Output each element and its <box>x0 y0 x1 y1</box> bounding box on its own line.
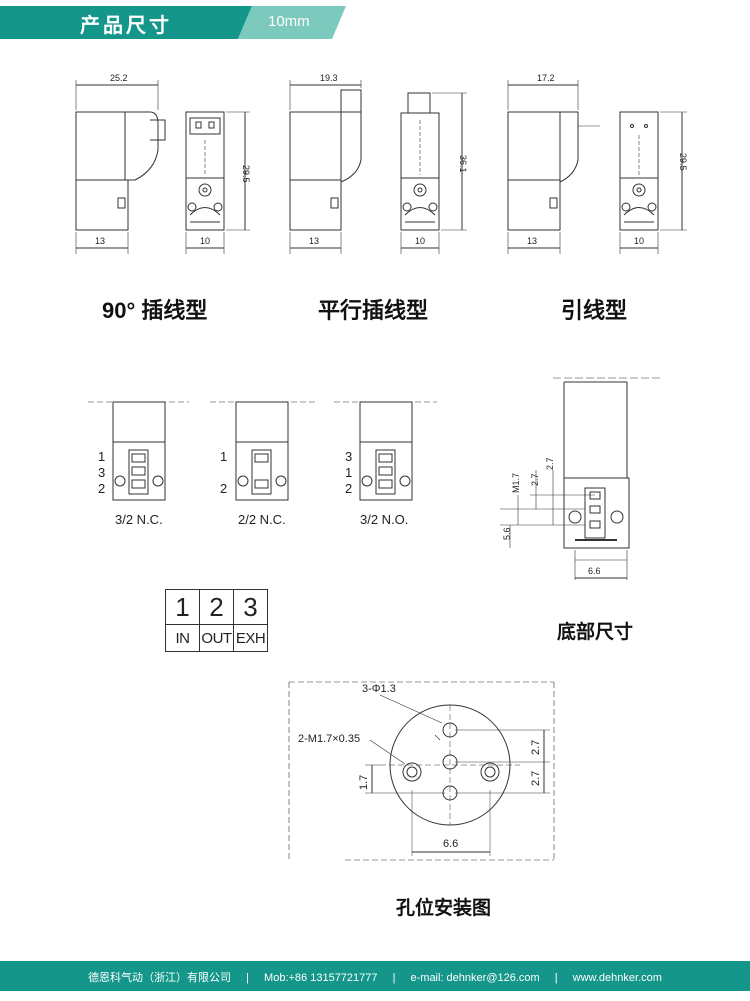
dim-bottom-p2: 2.7 <box>545 457 555 470</box>
view-90-front <box>185 111 250 254</box>
dim-parallel-width-bottom: 13 <box>309 236 320 246</box>
dim-bottom-m: M1.7 <box>511 472 521 493</box>
dim-lead-front-width: 10 <box>634 236 645 246</box>
size-tag: 10mm <box>268 13 310 30</box>
dim-parallel-front-width: 10 <box>415 236 426 246</box>
legend-label: EXH <box>233 624 268 652</box>
dim-90-width-top: 25.2 <box>110 73 128 83</box>
port-number: 1 <box>98 449 106 464</box>
view-90-side <box>75 80 166 254</box>
port-number: 2 <box>345 481 353 496</box>
port-diagram-label: 3/2 N.C. <box>115 512 163 527</box>
footer-mobile: Mob:+86 13157721777 <box>264 972 378 984</box>
legend-number: 2 <box>199 589 234 625</box>
port-number: 1 <box>220 449 228 464</box>
dim-90-width-bottom: 13 <box>95 236 106 246</box>
dim-lead-width-top: 17.2 <box>537 73 555 83</box>
view-lead-side <box>507 80 600 254</box>
dim-lead-width-bottom: 13 <box>527 236 538 246</box>
dim-hole-width: 6.6 <box>443 838 459 850</box>
dim-parallel-height: 36.1 <box>458 155 468 173</box>
label-holes: 3-Φ1.3 <box>362 683 396 695</box>
dim-90-front-width: 10 <box>200 236 211 246</box>
caption-type-parallel: 平行插线型 <box>318 298 429 323</box>
caption-hole-view: 孔位安装图 <box>396 898 492 919</box>
port-diagram-label: 2/2 N.C. <box>238 512 286 527</box>
dim-bottom-h: 5.6 <box>502 527 512 540</box>
dimension-drawings <box>75 80 687 861</box>
footer-separator: | <box>392 972 396 984</box>
port-diagram-label: 3/2 N.O. <box>360 512 409 527</box>
port-number: 3 <box>98 465 106 480</box>
port-number: 3 <box>345 449 353 464</box>
dim-pitch-a: 2.7 <box>530 739 542 755</box>
dim-offset: 1.7 <box>358 774 370 790</box>
port-number: 2 <box>220 481 228 496</box>
legend-number: 1 <box>165 589 200 625</box>
caption-bottom-view: 底部尺寸 <box>557 622 634 643</box>
dim-bottom-p1: 2.7 <box>530 473 540 486</box>
dim-90-height: 29.5 <box>241 165 251 183</box>
header-bar <box>0 6 346 39</box>
legend-label: IN <box>165 624 200 652</box>
footer-company: 德恩科气动（浙江）有限公司 <box>88 972 232 984</box>
footer-separator: | <box>554 972 558 984</box>
dim-lead-height: 29.5 <box>678 153 688 171</box>
view-parallel-side <box>289 80 362 254</box>
footer-separator: | <box>246 972 249 984</box>
dim-bottom-w: 6.6 <box>588 566 601 576</box>
port-number: 2 <box>98 481 106 496</box>
section-title: 产品尺寸 <box>80 15 172 37</box>
view-parallel-front <box>400 92 467 254</box>
footer-contact: 德恩科气动（浙江）有限公司 | Mob:+86 13157721777 | e-… <box>0 969 750 985</box>
footer-bar <box>0 961 750 991</box>
port-number: 1 <box>345 465 353 480</box>
dim-pitch-b: 2.7 <box>530 770 542 786</box>
caption-type-90: 90° 插线型 <box>102 298 208 323</box>
view-lead-front <box>619 111 687 254</box>
legend-label: OUT <box>199 624 234 652</box>
port-legend-table: 1 2 3 IN OUT EXH <box>165 589 268 652</box>
legend-number: 3 <box>233 589 268 625</box>
footer-website[interactable]: www.dehnker.com <box>572 972 662 984</box>
footer-email[interactable]: e-mail: dehnker@126.com <box>410 972 540 984</box>
hole-view <box>288 681 555 861</box>
caption-type-lead: 引线型 <box>561 298 628 323</box>
label-threads: 2-M1.7×0.35 <box>298 733 361 745</box>
dim-parallel-width-top: 19.3 <box>320 73 338 83</box>
bottom-view <box>500 377 661 580</box>
